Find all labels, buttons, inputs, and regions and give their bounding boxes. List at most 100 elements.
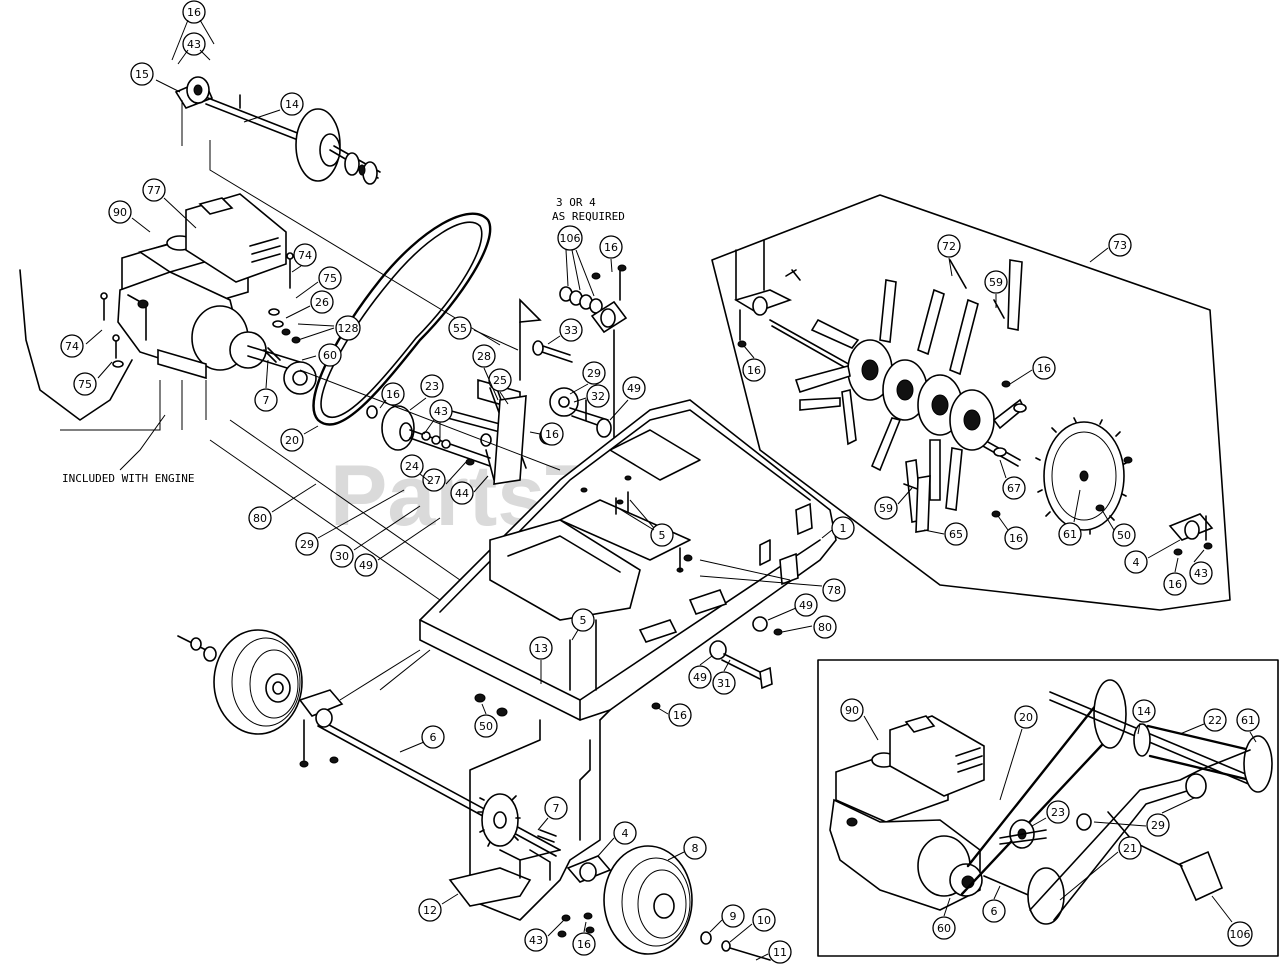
callout-78: 78: [822, 578, 846, 602]
callout-29: 29: [295, 532, 319, 556]
callout-circle: [182, 32, 206, 56]
callout-75: 75: [318, 266, 342, 290]
callout-circle: [768, 940, 792, 964]
callout-leader-72: [948, 257, 953, 277]
callout-leader-29: [569, 383, 589, 395]
callout-circle: [752, 908, 776, 932]
callout-leader-9: [709, 919, 723, 933]
callout-leader-5: [571, 629, 579, 641]
engine-fasteners: [100, 252, 317, 395]
callout-leader-43: [547, 919, 565, 937]
callout-label: 26: [315, 296, 329, 309]
callout-leader-16: [379, 399, 387, 409]
callout-16: 16: [668, 703, 692, 727]
callout-leader-23: [1031, 817, 1047, 827]
callout-16: 16: [540, 422, 564, 446]
callout-leader-4: [1147, 539, 1181, 559]
callout-label: 11: [773, 946, 787, 959]
callout-leader-30: [353, 505, 421, 551]
callout-label: 29: [300, 538, 314, 551]
callout-circle: [1112, 523, 1136, 547]
callout-circle: [794, 593, 818, 617]
callout-label: 25: [493, 374, 507, 387]
callout-12: 12: [418, 898, 442, 922]
callout-circle: [1132, 699, 1156, 723]
callout-leader-4: [597, 837, 615, 857]
callout-16: 16: [742, 358, 766, 382]
callout-label: 7: [553, 802, 560, 815]
callout-33: 33: [559, 318, 583, 342]
callout-7: 7: [544, 796, 568, 820]
callout-label: 78: [827, 584, 841, 597]
callout-leader-16: [171, 19, 189, 61]
callout-circle: [582, 361, 606, 385]
callout-label: 15: [135, 68, 149, 81]
callout-73: 73: [1108, 233, 1132, 257]
callout-leader-74: [85, 329, 103, 345]
callout-leader-layer: [85, 19, 1257, 961]
callout-14: 14: [280, 92, 304, 116]
callout-circle: [982, 899, 1006, 923]
callout-leader-10: [729, 923, 753, 943]
callout-label: 29: [587, 367, 601, 380]
callout-leader-49: [609, 399, 629, 421]
right-wheel: [557, 845, 771, 961]
callout-label: 61: [1063, 528, 1077, 541]
callout-circle: [381, 382, 405, 406]
callout-circle: [721, 904, 745, 928]
callout-label: 6: [430, 731, 437, 744]
callout-circle: [544, 796, 568, 820]
callout-label: 60: [323, 349, 337, 362]
callout-106: 106: [1227, 921, 1253, 947]
callout-49: 49: [354, 553, 378, 577]
callout-9: 9: [721, 904, 745, 928]
callout-29: 29: [582, 361, 606, 385]
callout-circle: [1058, 522, 1082, 546]
callout-11: 11: [768, 940, 792, 964]
callout-leader-106: [575, 249, 595, 297]
callout-label: 16: [187, 6, 201, 19]
callout-circle: [1046, 800, 1070, 824]
callout-49: 49: [794, 593, 818, 617]
callout-circle: [429, 399, 453, 423]
callout-label: 73: [1113, 239, 1127, 252]
callout-77: 77: [142, 178, 166, 202]
callout-label: 16: [545, 428, 559, 441]
callout-label: 90: [113, 206, 127, 219]
callout-label: 30: [335, 550, 349, 563]
callout-leader-43: [1193, 549, 1205, 563]
callout-circle: [318, 266, 342, 290]
callout-16: 16: [572, 932, 596, 956]
callout-leader-22: [1179, 723, 1205, 735]
callout-leader-43: [199, 49, 211, 61]
callout-21: 21: [1118, 836, 1142, 860]
callout-leader-16: [1009, 369, 1033, 385]
callout-label: 33: [564, 324, 578, 337]
callout-label: 49: [627, 382, 641, 395]
frame-fasteners: [474, 491, 783, 717]
callout-leader-73: [1089, 247, 1109, 263]
callout-leader-27: [445, 461, 467, 485]
callout-106: 106: [557, 225, 583, 251]
bearing-and-washers: [559, 264, 628, 441]
callout-128: 128: [335, 315, 361, 341]
callout-label: 74: [298, 249, 312, 262]
callout-circle: [668, 703, 692, 727]
callout-circle: [1203, 708, 1227, 732]
callout-leader-60: [943, 897, 951, 917]
callout-16: 16: [182, 0, 206, 24]
callout-label: 75: [78, 378, 92, 391]
callout-20: 20: [1014, 705, 1038, 729]
callout-circle: [944, 522, 968, 546]
callout-circle: [1146, 813, 1170, 837]
upper-shaft-assembly: [174, 76, 381, 185]
callout-circle: [712, 671, 736, 695]
callout-50: 50: [474, 714, 498, 738]
callout-leader-80: [781, 625, 813, 633]
callout-leader-78: [699, 575, 823, 587]
callout-label: 77: [147, 184, 161, 197]
callout-20: 20: [280, 428, 304, 452]
callout-leader-14: [243, 109, 281, 123]
callout-67: 67: [1002, 476, 1026, 500]
